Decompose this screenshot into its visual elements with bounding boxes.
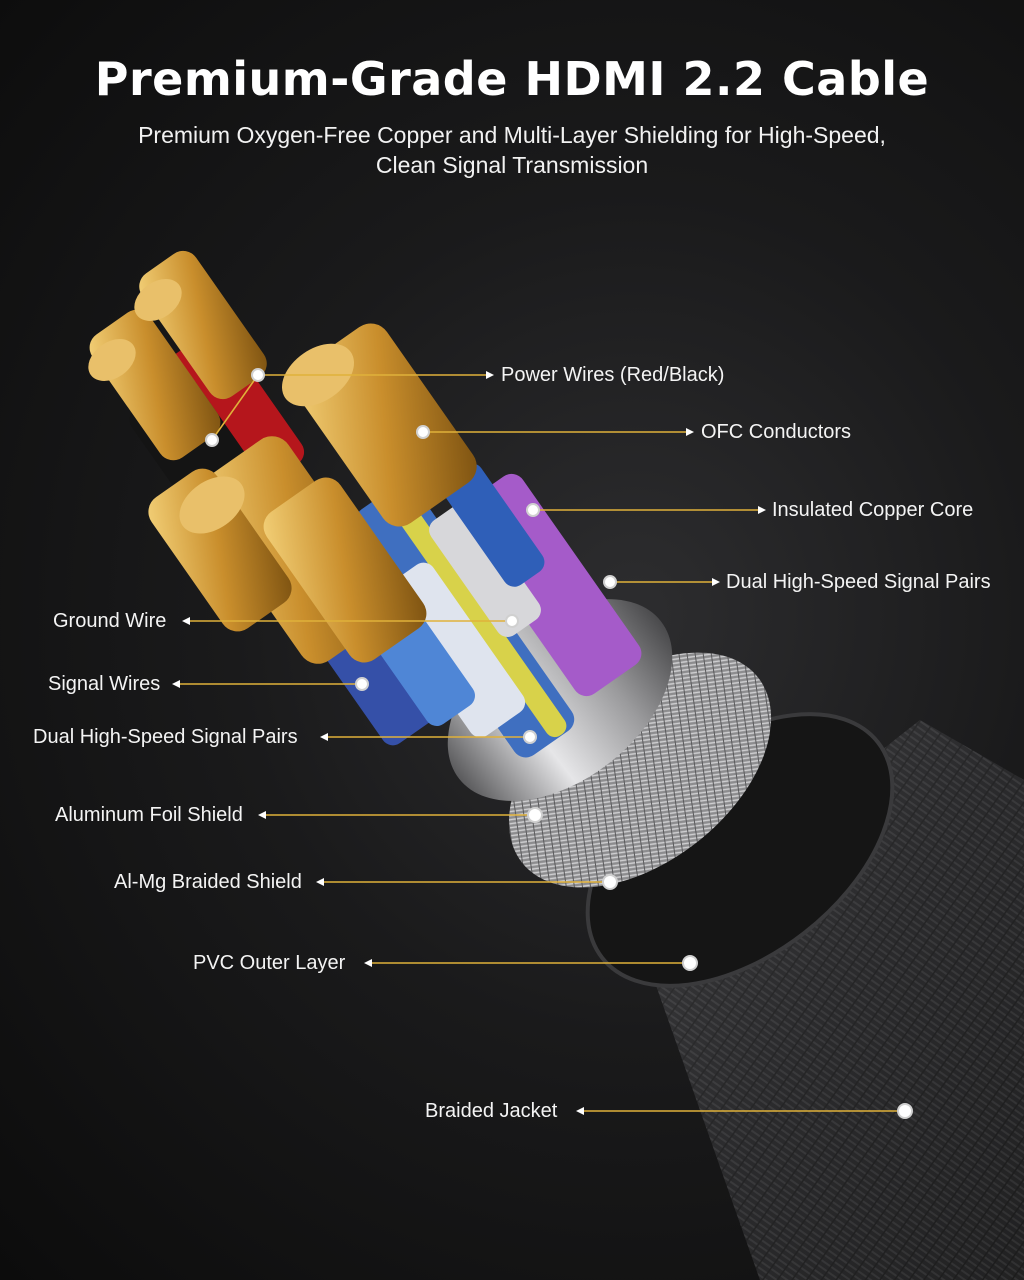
marker-power-black [205, 433, 219, 447]
marker-signal [355, 677, 369, 691]
page-title: Premium-Grade HDMI 2.2 Cable [94, 52, 930, 106]
label-signal-wires: Signal Wires [48, 673, 161, 695]
label-ofc-conductors: OFC Conductors [701, 421, 852, 443]
marker-pvc [682, 955, 698, 971]
subtitle-line-2: Clean Signal Transmission [375, 152, 649, 178]
label-power-wires: Power Wires (Red/Black) [501, 364, 725, 386]
label-dual-pairs-left: Dual High-Speed Signal Pairs [33, 726, 298, 748]
subtitle-line-1: Premium Oxygen-Free Copper and Multi-Lay… [138, 122, 886, 148]
marker-power-red [251, 368, 265, 382]
label-almg-braided-shield: Al-Mg Braided Shield [114, 871, 302, 893]
marker-dual-right [603, 575, 617, 589]
label-aluminum-foil-shield: Aluminum Foil Shield [55, 804, 243, 826]
callout-leaders [178, 374, 905, 1112]
page-subtitle: Premium Oxygen-Free Copper and Multi-Lay… [90, 120, 934, 180]
marker-dual-left [523, 730, 537, 744]
label-braided-jacket: Braided Jacket [425, 1100, 558, 1122]
callout-arrowheads [172, 371, 766, 1115]
label-ground-wire: Ground Wire [53, 610, 167, 632]
marker-braid [602, 874, 618, 890]
copper-conductors [88, 250, 477, 664]
marker-ground [505, 614, 519, 628]
marker-jacket [897, 1103, 913, 1119]
label-pvc-outer-layer: PVC Outer Layer [193, 952, 346, 974]
label-dual-pairs-right: Dual High-Speed Signal Pairs [726, 571, 991, 593]
marker-insulated-core [526, 503, 540, 517]
marker-foil [527, 807, 543, 823]
callout-markers [205, 368, 913, 1119]
label-insulated-copper-core: Insulated Copper Core [772, 499, 974, 521]
marker-ofc [416, 425, 430, 439]
leader-power-wires-branch [211, 374, 259, 441]
